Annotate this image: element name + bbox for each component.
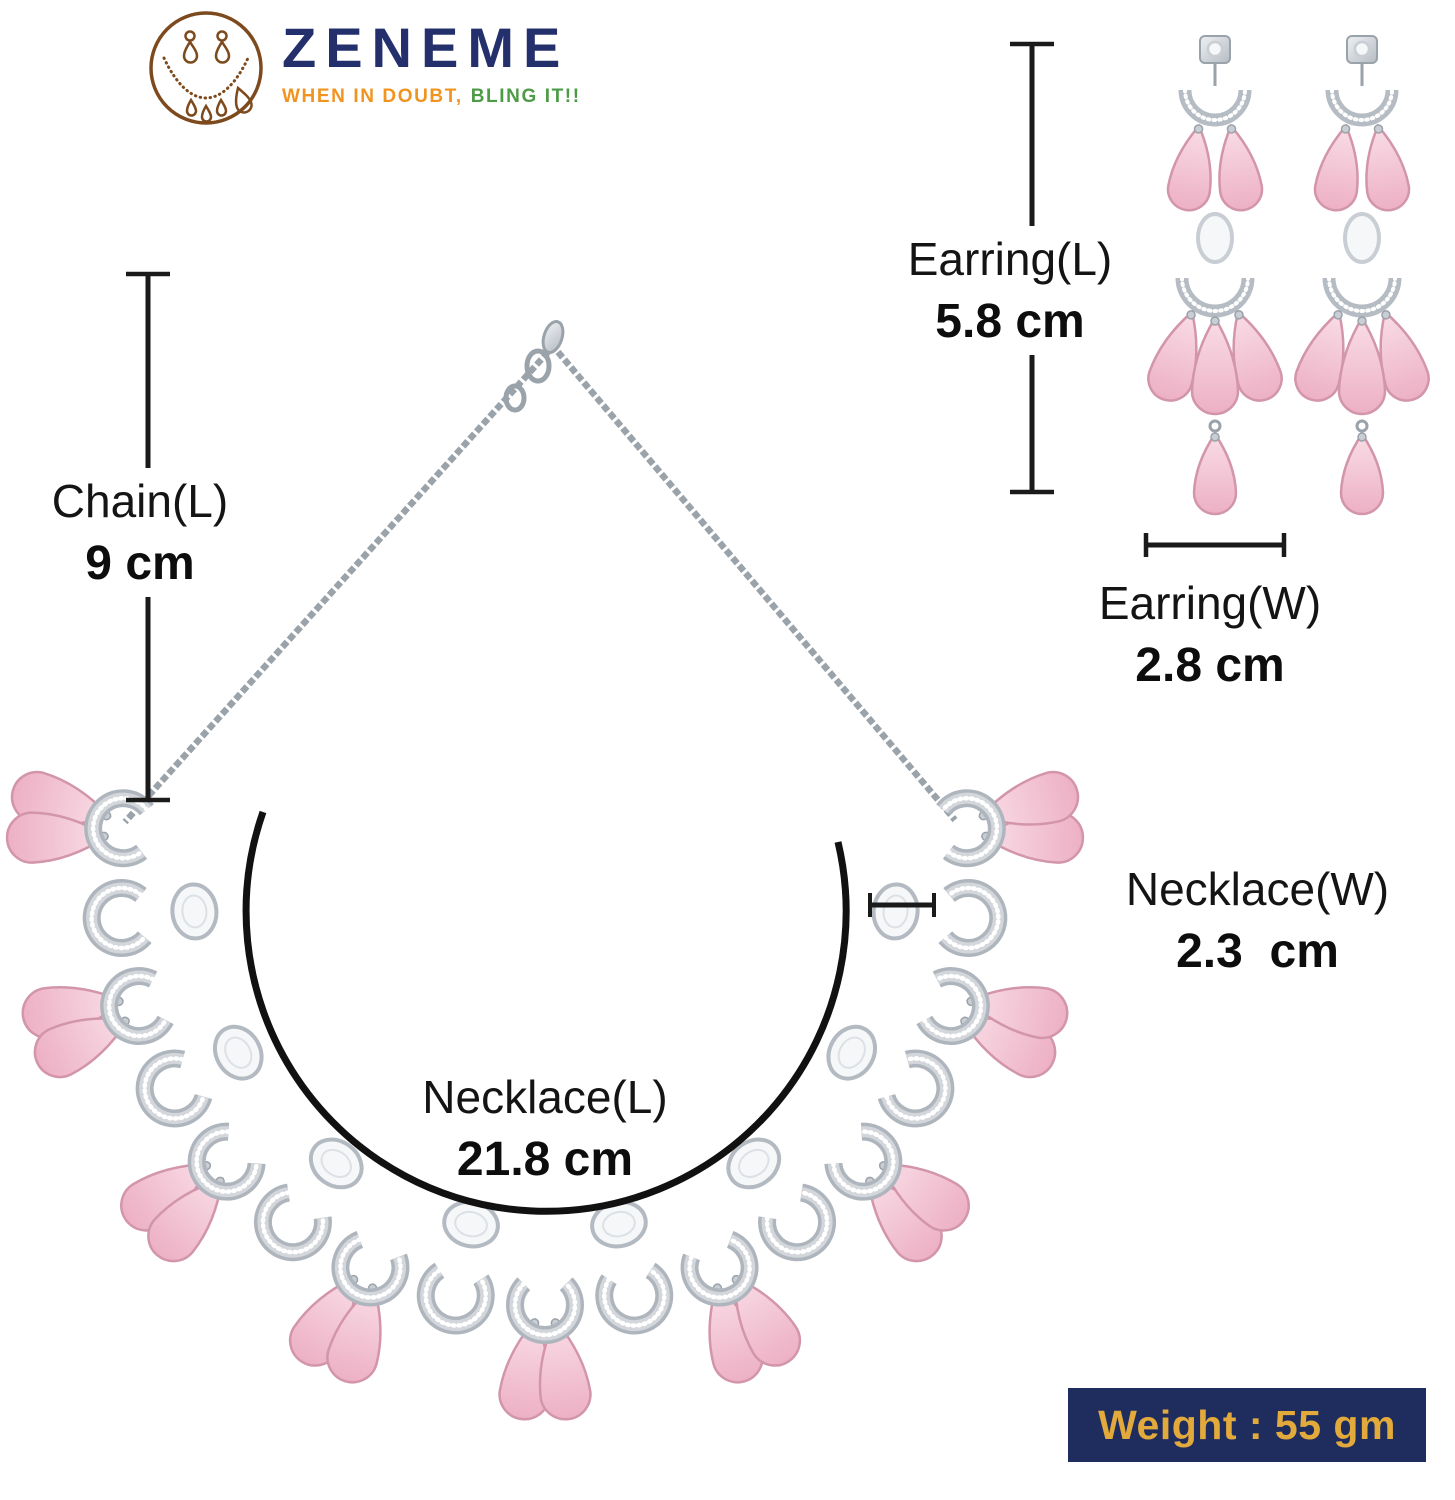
- necklace-width-value: 2.3 cm: [1176, 925, 1339, 978]
- earring-width-value: 2.8 cm: [1135, 639, 1285, 692]
- chain-length-measurement: Chain(L) 9 cm: [25, 468, 255, 597]
- brand-tagline: WHEN IN DOUBT, BLING IT!!: [282, 86, 581, 108]
- necklace-chain: [122, 320, 958, 825]
- necklace-length-value: 21.8 cm: [456, 1133, 634, 1186]
- brand-logo: ZENEME WHEN IN DOUBT, BLING IT!!: [146, 6, 581, 134]
- necklace-width-label: Necklace(W): [1125, 863, 1390, 915]
- necklace-width-measurement: Necklace(W) 2.3 cm: [1100, 862, 1415, 979]
- brand-logo-icon: [149, 11, 263, 125]
- chain-length-value: 9 cm: [85, 537, 195, 590]
- necklace-body: [5, 770, 1085, 1421]
- earring-length-label: Earring(L): [907, 233, 1113, 285]
- necklace-length-label: Necklace(L): [422, 1071, 668, 1123]
- earring-width-measurement: Earring(W) 2.8 cm: [1090, 576, 1330, 693]
- measurement-lines: [126, 41, 1287, 917]
- weight-badge-text: Weight : 55 gm: [1098, 1401, 1396, 1448]
- earrings-pair: [1147, 35, 1430, 516]
- necklace-length-measurement: Necklace(L) 21.8 cm: [385, 1070, 705, 1187]
- brand-tagline-part-1: WHEN IN DOUBT,: [282, 86, 463, 107]
- brand-tagline-part-2: BLING IT!!: [470, 86, 581, 107]
- earring-length-measurement: Earring(L) 5.8 cm: [885, 226, 1135, 355]
- weight-badge: Weight : 55 gm: [1068, 1388, 1426, 1462]
- earring-length-value: 5.8 cm: [935, 295, 1085, 348]
- necklace-length-arc: [242, 810, 850, 1215]
- chain-length-label: Chain(L): [51, 475, 229, 527]
- brand-name: ZENEME: [282, 16, 570, 79]
- earring-width-label: Earring(W): [1098, 577, 1322, 629]
